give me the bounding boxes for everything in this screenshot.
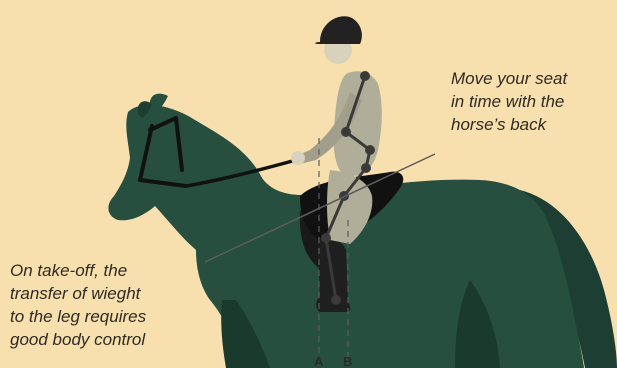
marker-b: B bbox=[343, 354, 352, 368]
seat-caption-line: Move your seat bbox=[451, 67, 616, 90]
seat-caption-line: horse’s back bbox=[451, 113, 616, 136]
seat-caption: Move your seat in time with the horse’s … bbox=[451, 67, 616, 136]
takeoff-caption: On take-off, the transfer of wieght to t… bbox=[10, 259, 210, 351]
takeoff-caption-line: On take-off, the bbox=[10, 259, 210, 282]
rider-hand bbox=[291, 151, 305, 165]
takeoff-caption-line: good body control bbox=[10, 328, 210, 351]
takeoff-caption-line: to the leg requires bbox=[10, 305, 210, 328]
seat-caption-line: in time with the bbox=[451, 90, 616, 113]
takeoff-caption-line: transfer of wieght bbox=[10, 282, 210, 305]
helmet-icon bbox=[315, 16, 362, 44]
marker-a: A bbox=[314, 354, 324, 368]
